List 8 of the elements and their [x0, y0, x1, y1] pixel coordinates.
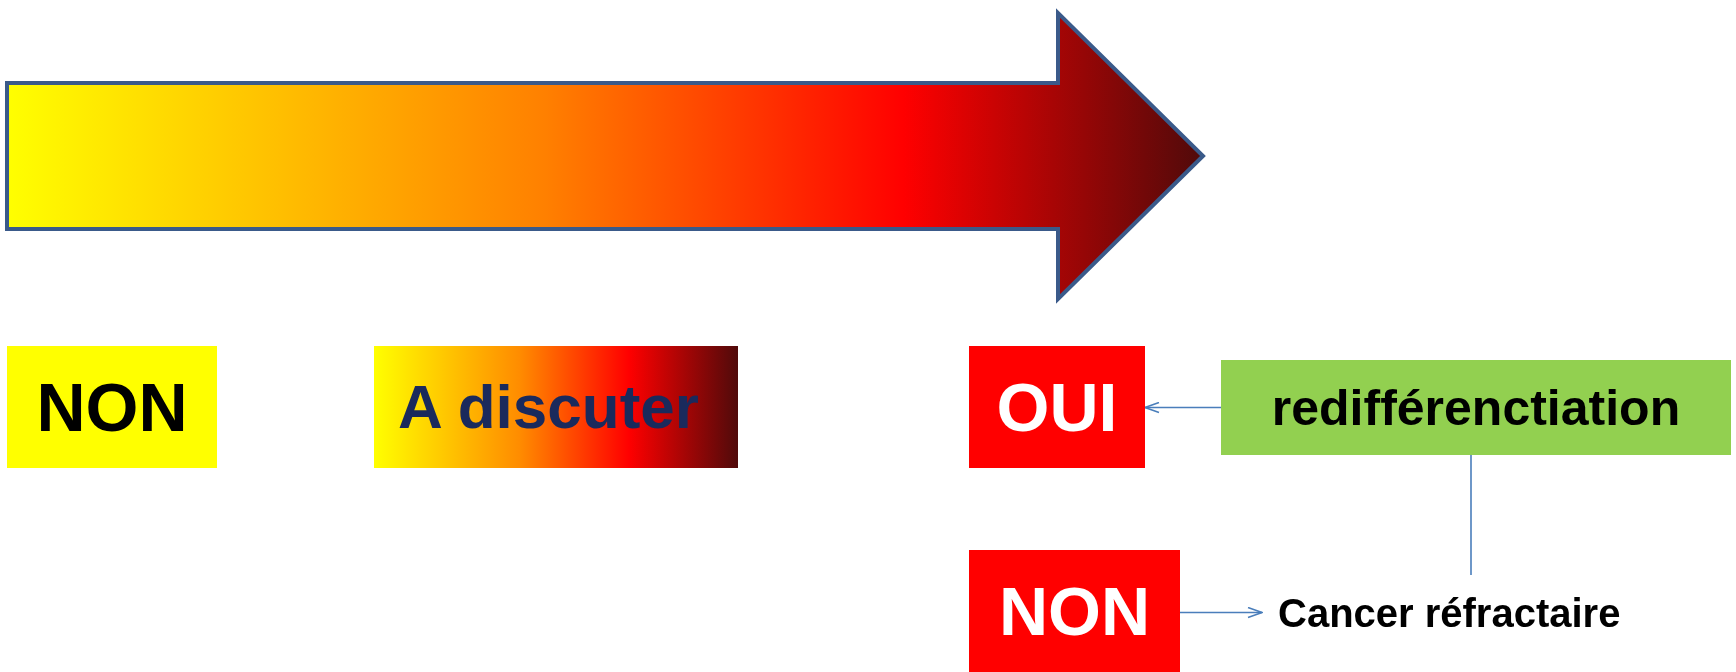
- answer-box: OUI: [969, 346, 1145, 468]
- outcome-text: Cancer réfractaire: [1262, 575, 1680, 650]
- answer-box: NON: [969, 550, 1180, 672]
- process-box: redifférenctiation: [1221, 360, 1731, 455]
- connector-arrow: [1179, 606, 1263, 619]
- answer-box: NON: [7, 346, 217, 468]
- answer-box: A discuter: [374, 346, 738, 468]
- connector-arrow: [1144, 401, 1222, 414]
